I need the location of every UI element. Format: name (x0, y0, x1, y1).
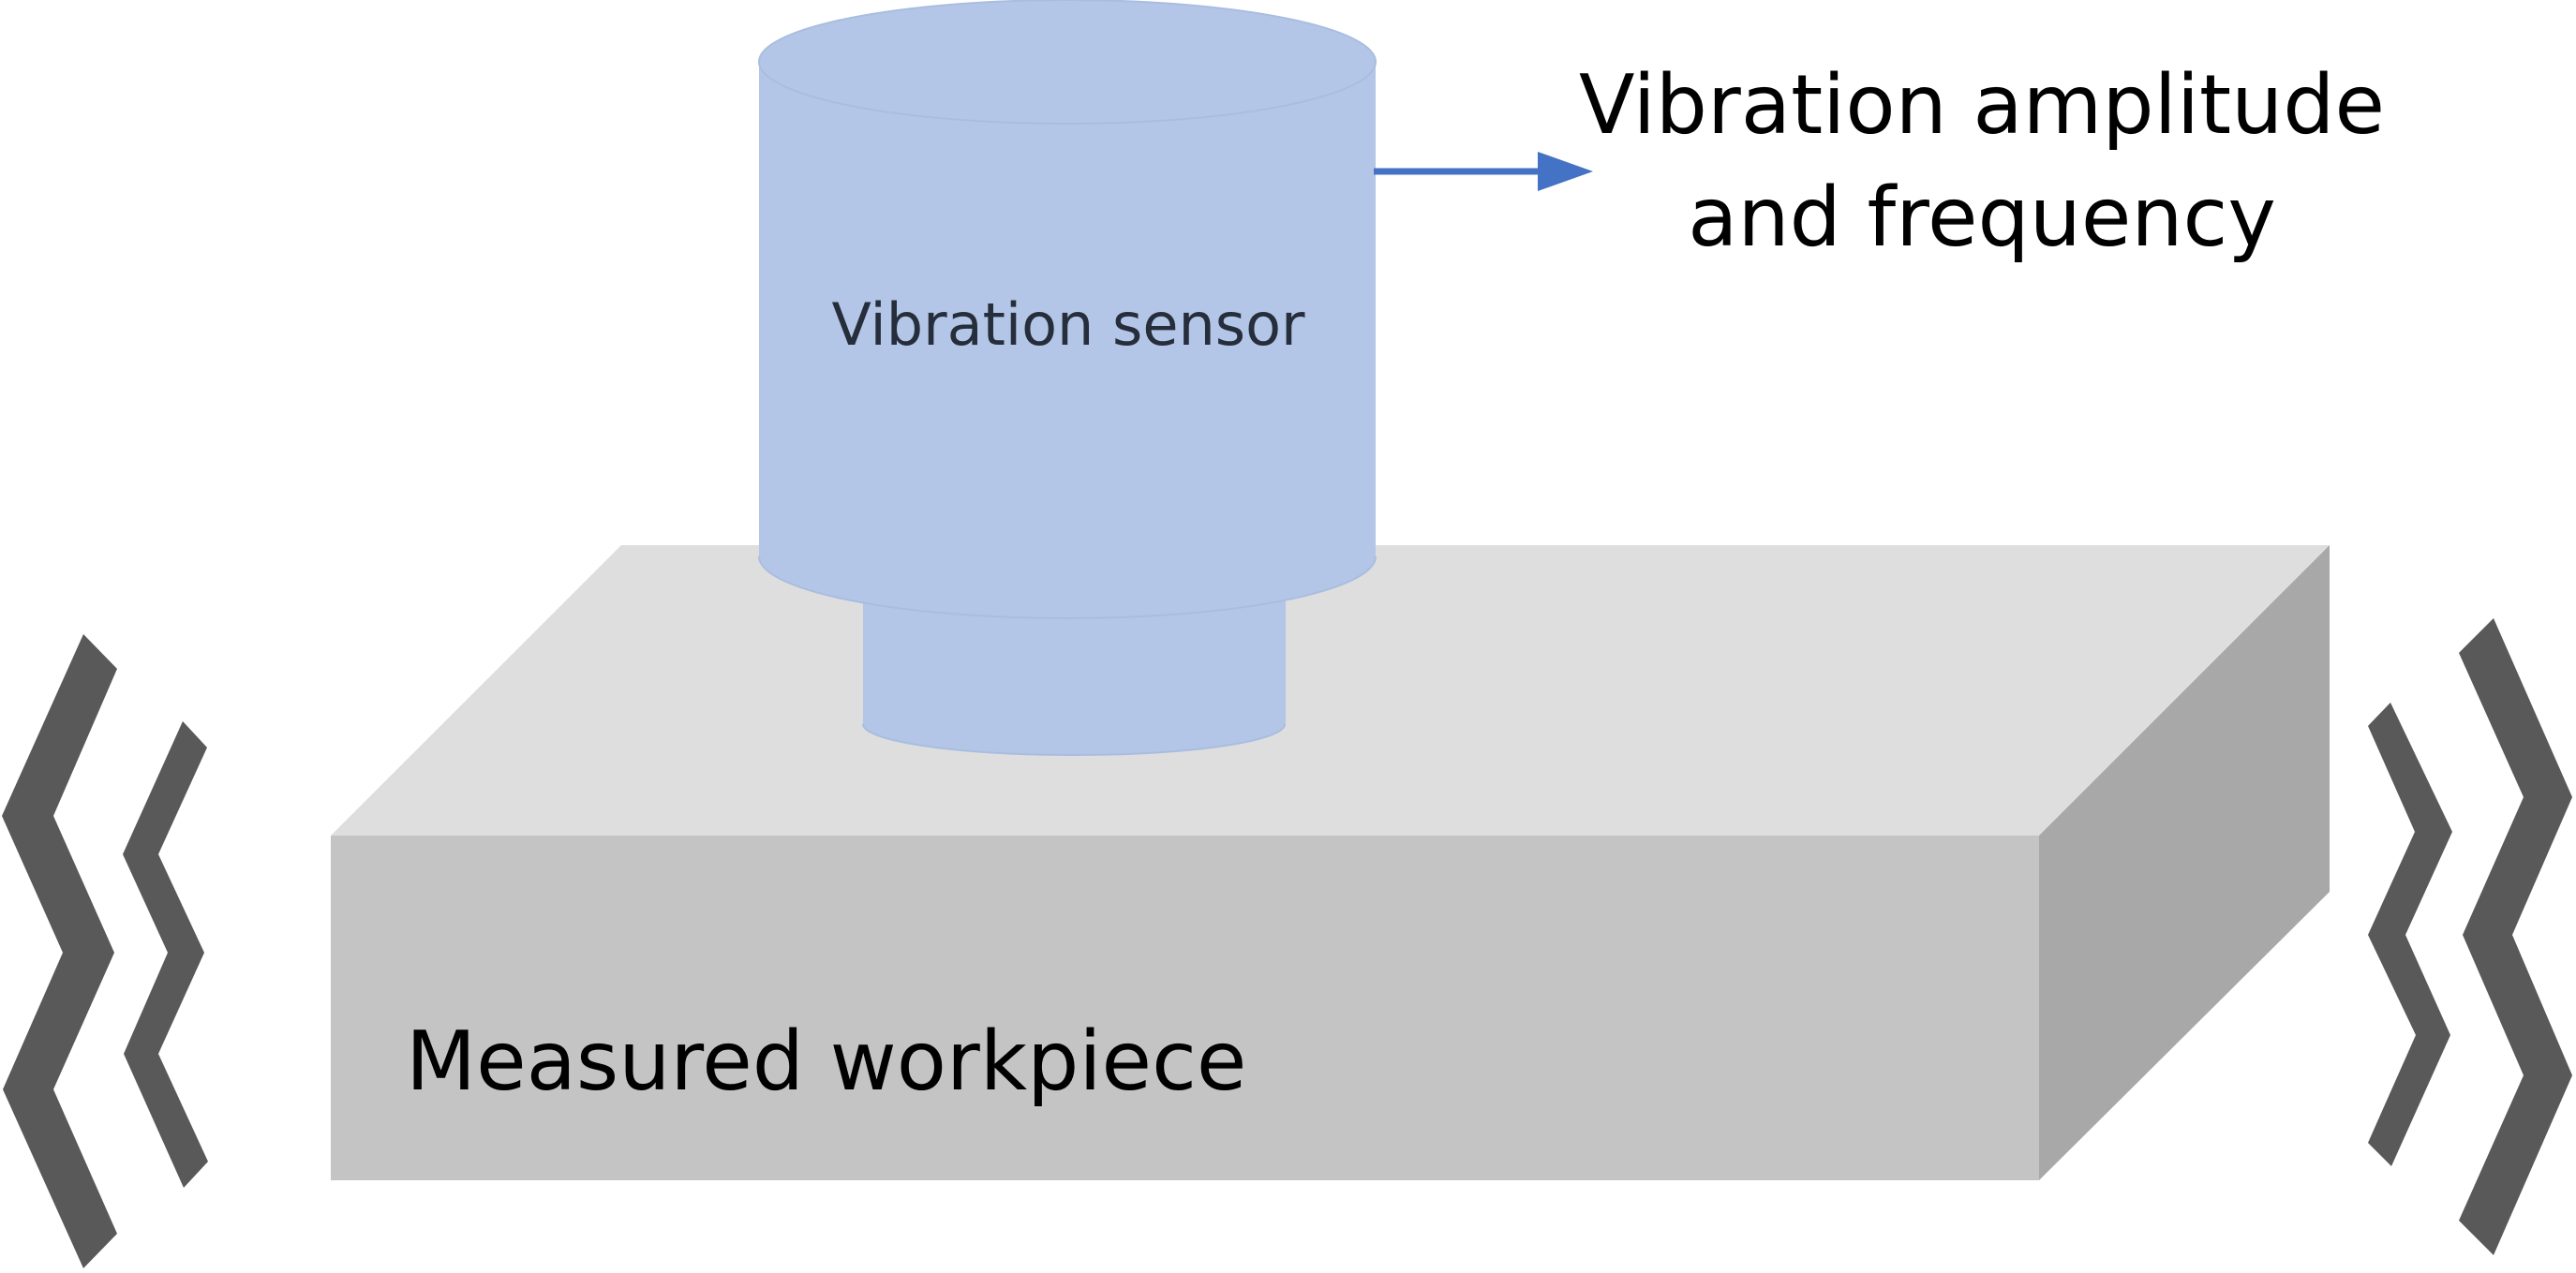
sensor-label: Vibration sensor (831, 290, 1305, 359)
workpiece-box (331, 545, 2330, 1180)
zigzag-icon (123, 721, 208, 1188)
workpiece-front-face (331, 836, 2039, 1180)
vibration-marks-right (2368, 618, 2572, 1255)
workpiece-top-face (331, 545, 2330, 836)
zigzag-icon (2459, 618, 2572, 1255)
sensor-cylinder-top (758, 0, 1377, 125)
workpiece-label: Measured workpiece (406, 1014, 1247, 1109)
zigzag-icon (2, 634, 117, 1268)
output-label: Vibration amplitude and frequency (1578, 57, 2386, 265)
vibration-marks-left (2, 634, 208, 1268)
output-arrow-icon (1374, 152, 1593, 191)
sensor-cylinder (758, 0, 1377, 619)
workpiece-side-face (2039, 545, 2330, 1180)
zigzag-icon (2368, 703, 2452, 1166)
